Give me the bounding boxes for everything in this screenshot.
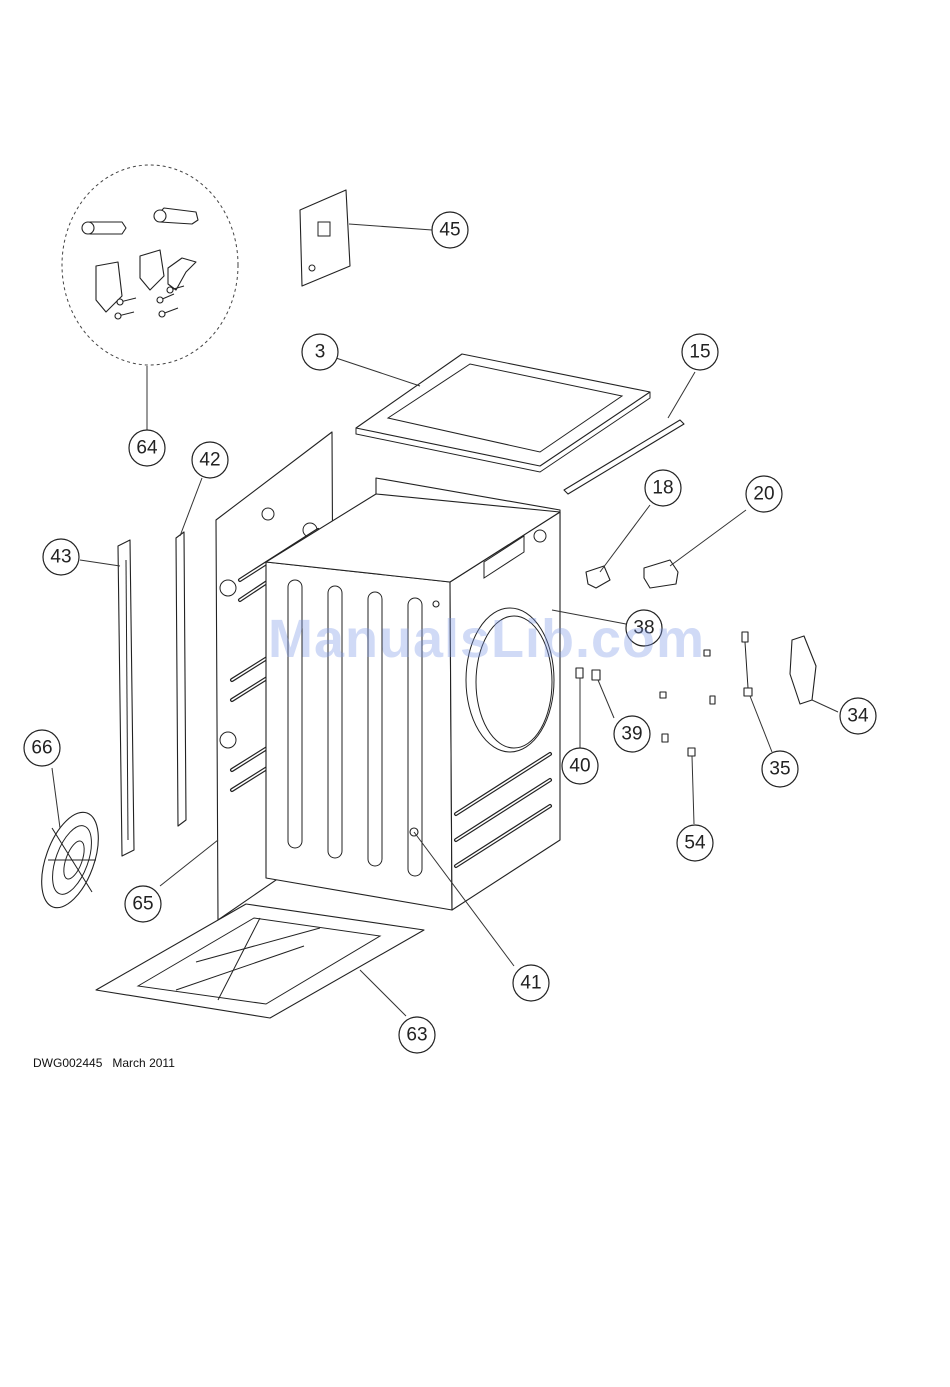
part-45-label-plate	[300, 190, 350, 286]
part-3-top-panel	[356, 354, 650, 472]
callout-43: 43	[43, 539, 79, 575]
part-18-switch	[586, 566, 610, 588]
part-43-rail	[118, 540, 134, 856]
part-39-clip	[592, 670, 600, 680]
part-66-fan-guard	[30, 805, 109, 915]
svg-text:40: 40	[569, 756, 590, 777]
svg-text:63: 63	[406, 1025, 427, 1046]
svg-text:43: 43	[50, 547, 71, 568]
svg-text:42: 42	[199, 450, 220, 471]
callout-65: 65	[125, 886, 161, 922]
callout-66: 66	[24, 730, 60, 766]
svg-text:39: 39	[621, 724, 642, 745]
callout-15: 15	[682, 334, 718, 370]
watermark: ManualsLib.com	[268, 608, 705, 670]
callout-35: 35	[762, 751, 798, 787]
callout-42: 42	[192, 442, 228, 478]
part-34-handle	[790, 636, 816, 704]
callout-64: 64	[129, 430, 165, 466]
part-35-wiring	[742, 632, 752, 696]
svg-text:34: 34	[847, 706, 869, 727]
part-54-fixing	[688, 748, 695, 756]
callout-39: 39	[614, 716, 650, 752]
callout-34: 34	[840, 698, 876, 734]
svg-text:18: 18	[652, 478, 673, 499]
part-64-fittings-kit	[62, 165, 238, 365]
svg-text:35: 35	[769, 759, 790, 780]
callout-41: 41	[513, 965, 549, 1001]
callout-20: 20	[746, 476, 782, 512]
svg-text:15: 15	[689, 342, 710, 363]
svg-text:66: 66	[31, 738, 52, 759]
main-cabinet	[266, 494, 560, 910]
svg-text:45: 45	[439, 220, 460, 241]
callout-54: 54	[677, 825, 713, 861]
svg-text:65: 65	[132, 894, 153, 915]
svg-text:3: 3	[315, 342, 326, 363]
callout-45: 45	[432, 212, 468, 248]
drawing-date: March 2011	[112, 1056, 174, 1070]
callout-63: 63	[399, 1017, 435, 1053]
callout-40: 40	[562, 748, 598, 784]
drawing-number: DWG002445	[33, 1056, 102, 1070]
svg-text:20: 20	[753, 484, 774, 505]
callout-18: 18	[645, 470, 681, 506]
callout-3: 3	[302, 334, 338, 370]
drawing-footer: DWG002445 March 2011	[33, 1056, 175, 1070]
part-42-rail	[176, 532, 186, 826]
svg-text:41: 41	[520, 973, 541, 994]
svg-text:64: 64	[136, 438, 158, 459]
svg-text:54: 54	[684, 833, 706, 854]
